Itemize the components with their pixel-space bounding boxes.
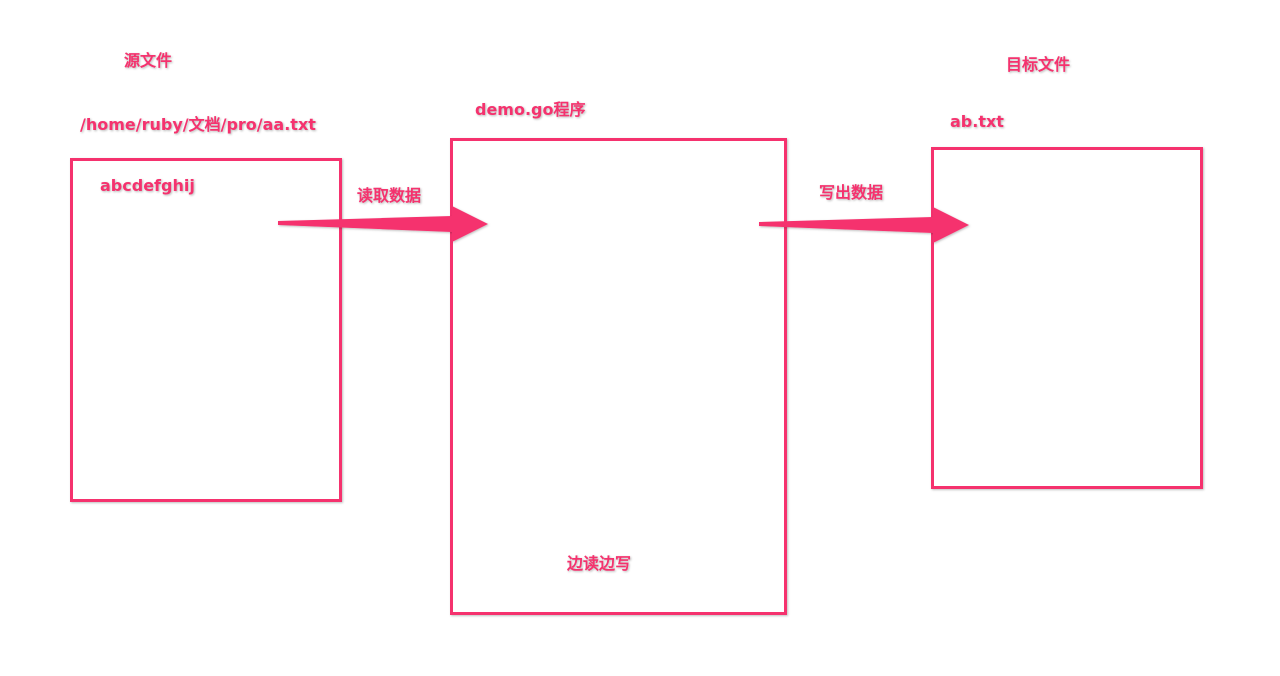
program-note: 边读边写	[567, 554, 632, 573]
target-title: 目标文件	[1006, 55, 1071, 74]
source-file-box	[70, 158, 342, 502]
write-arrow-icon	[759, 207, 969, 243]
source-content: abcdefghij	[100, 176, 195, 195]
source-path: /home/ruby/文档/pro/aa.txt	[80, 115, 316, 134]
target-file-box	[931, 147, 1203, 489]
target-filename: ab.txt	[950, 112, 1004, 131]
read-arrow-icon	[278, 206, 488, 242]
write-data-label: 写出数据	[819, 183, 884, 202]
read-data-label: 读取数据	[357, 186, 422, 205]
program-box	[450, 138, 787, 615]
program-title: demo.go程序	[475, 100, 586, 119]
source-title: 源文件	[124, 51, 173, 70]
